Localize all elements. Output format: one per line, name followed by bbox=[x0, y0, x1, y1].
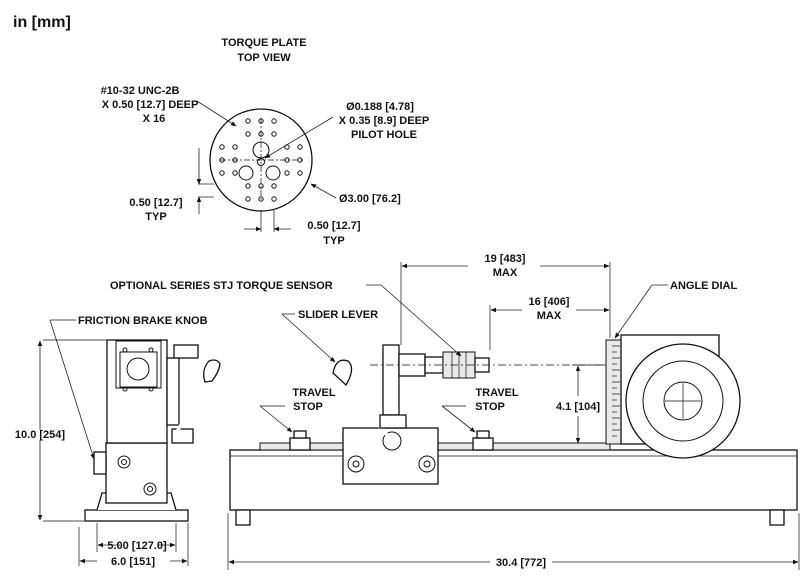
tapped-hole bbox=[271, 131, 277, 137]
plate-diameter: Ø3.00 [76.2] bbox=[339, 193, 401, 205]
slider-lever-label: SLIDER LEVER bbox=[298, 309, 378, 321]
pilot-callout-2: X 0.35 [8.9] DEEP bbox=[339, 115, 430, 127]
tapped-hole bbox=[297, 144, 303, 150]
units-label: in [mm] bbox=[13, 14, 71, 31]
torque-plate-title-2: TOP VIEW bbox=[237, 52, 291, 64]
height-dimension: 10.0 [254] bbox=[15, 429, 65, 441]
tapped-hole bbox=[219, 170, 225, 176]
tapped-hole bbox=[232, 170, 238, 176]
tapped-hole bbox=[232, 144, 238, 150]
tap-callout-2: X 0.50 [12.7] DEEP bbox=[102, 99, 199, 111]
width-inner: 5.00 [127.0] bbox=[107, 540, 167, 552]
side-view: FRICTION BRAKE KNOB 10.0 [254] 5.00 [ bbox=[15, 315, 221, 568]
travel-stop-left-label-2: STOP bbox=[293, 401, 323, 413]
spacing-h: 0.50 [12.7] bbox=[307, 220, 361, 232]
tapped-hole bbox=[271, 196, 277, 202]
torque-plate-top-view: TORQUE PLATE TOP VIEW #10-32 UNC-2B X 0.… bbox=[101, 37, 430, 247]
lever-pivot bbox=[382, 431, 402, 451]
tapped-hole bbox=[271, 118, 277, 124]
spacing-v: 0.50 [12.7] bbox=[129, 197, 183, 209]
max-16-label: MAX bbox=[537, 310, 562, 322]
base-plate bbox=[229, 449, 798, 511]
bore-left bbox=[238, 165, 254, 181]
max-16-dimension: 16 [406] bbox=[529, 296, 570, 308]
tapped-hole bbox=[245, 183, 251, 189]
pilot-callout-3: PILOT HOLE bbox=[351, 129, 417, 141]
angle-dial bbox=[605, 339, 622, 445]
bore-right bbox=[265, 165, 281, 181]
tap-callout-3: X 16 bbox=[143, 113, 166, 125]
tap-callout-1: #10-32 UNC-2B bbox=[101, 85, 180, 97]
travel-stop-left-label-1: TRAVEL bbox=[292, 387, 335, 399]
travel-stop-left bbox=[289, 437, 311, 451]
spacing-h-typ: TYP bbox=[323, 235, 344, 247]
torque-plate-title-1: TORQUE PLATE bbox=[221, 37, 306, 49]
tapped-hole bbox=[245, 196, 251, 202]
side-lower-block bbox=[105, 442, 168, 504]
travel-stop-right-label-2: STOP bbox=[475, 401, 505, 413]
optional-sensor-label: OPTIONAL SERIES STJ TORQUE SENSOR bbox=[110, 280, 333, 292]
tapped-hole bbox=[258, 196, 264, 202]
tapped-hole bbox=[284, 170, 290, 176]
height-41-dimension: 4.1 [104] bbox=[556, 401, 600, 413]
side-lever-knob bbox=[203, 359, 221, 383]
sensor-mount bbox=[382, 344, 400, 416]
tapped-hole bbox=[219, 144, 225, 150]
front-view: OPTIONAL SERIES STJ TORQUE SENSOR SLIDER… bbox=[110, 253, 800, 570]
length-dimension: 30.4 [772] bbox=[496, 557, 546, 569]
max-19-dimension: 19 [483] bbox=[485, 253, 526, 265]
tapped-hole bbox=[245, 131, 251, 137]
spacing-v-typ: TYP bbox=[145, 211, 166, 223]
friction-brake-knob-label: FRICTION BRAKE KNOB bbox=[78, 315, 208, 327]
friction-brake-knob bbox=[93, 451, 107, 475]
tapped-hole bbox=[271, 183, 277, 189]
tapped-hole bbox=[297, 170, 303, 176]
travel-stop-right bbox=[472, 437, 494, 451]
pilot-callout-1: Ø0.188 [4.78] bbox=[346, 101, 414, 113]
width-outer: 6.0 [151] bbox=[111, 556, 155, 568]
travel-stop-right-label-1: TRAVEL bbox=[475, 387, 518, 399]
angle-dial-label: ANGLE DIAL bbox=[670, 280, 738, 292]
side-lever-hub bbox=[171, 428, 194, 444]
tapped-hole bbox=[245, 118, 251, 124]
slider-lever-knob bbox=[332, 359, 353, 387]
max-19-label: MAX bbox=[493, 267, 518, 279]
